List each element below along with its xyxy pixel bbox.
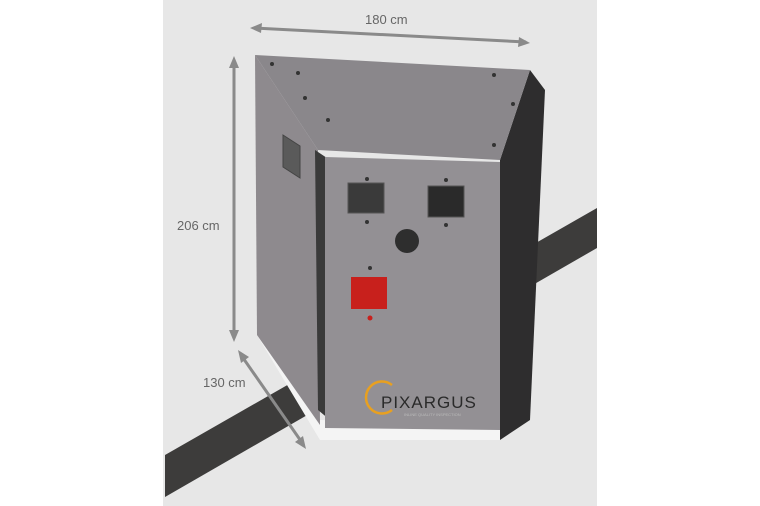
camera-window-left <box>347 182 385 214</box>
width-label: 180 cm <box>365 12 408 27</box>
bolts <box>270 62 515 270</box>
cabinet-right-side <box>500 70 545 440</box>
height-label: 206 cm <box>177 218 220 233</box>
depth-label: 130 cm <box>203 375 246 390</box>
pixargus-logo: PIXARGUS INLINE QUALITY INSPECTION <box>364 380 477 417</box>
camera-window-right <box>427 185 465 218</box>
indicator-light <box>367 315 373 321</box>
logo-tagline: INLINE QUALITY INSPECTION <box>404 412 461 417</box>
cabinet-top <box>255 55 530 160</box>
cabinet-left-side <box>255 55 320 425</box>
round-port <box>395 229 419 253</box>
side-hatch <box>282 134 301 179</box>
red-window <box>351 277 387 309</box>
width-arrow <box>253 26 527 44</box>
logo-brand: PIXARGUS <box>381 393 477 412</box>
logo-arc-icon <box>364 380 393 415</box>
depth-arrow <box>239 354 305 445</box>
cabinet-front <box>325 157 500 430</box>
